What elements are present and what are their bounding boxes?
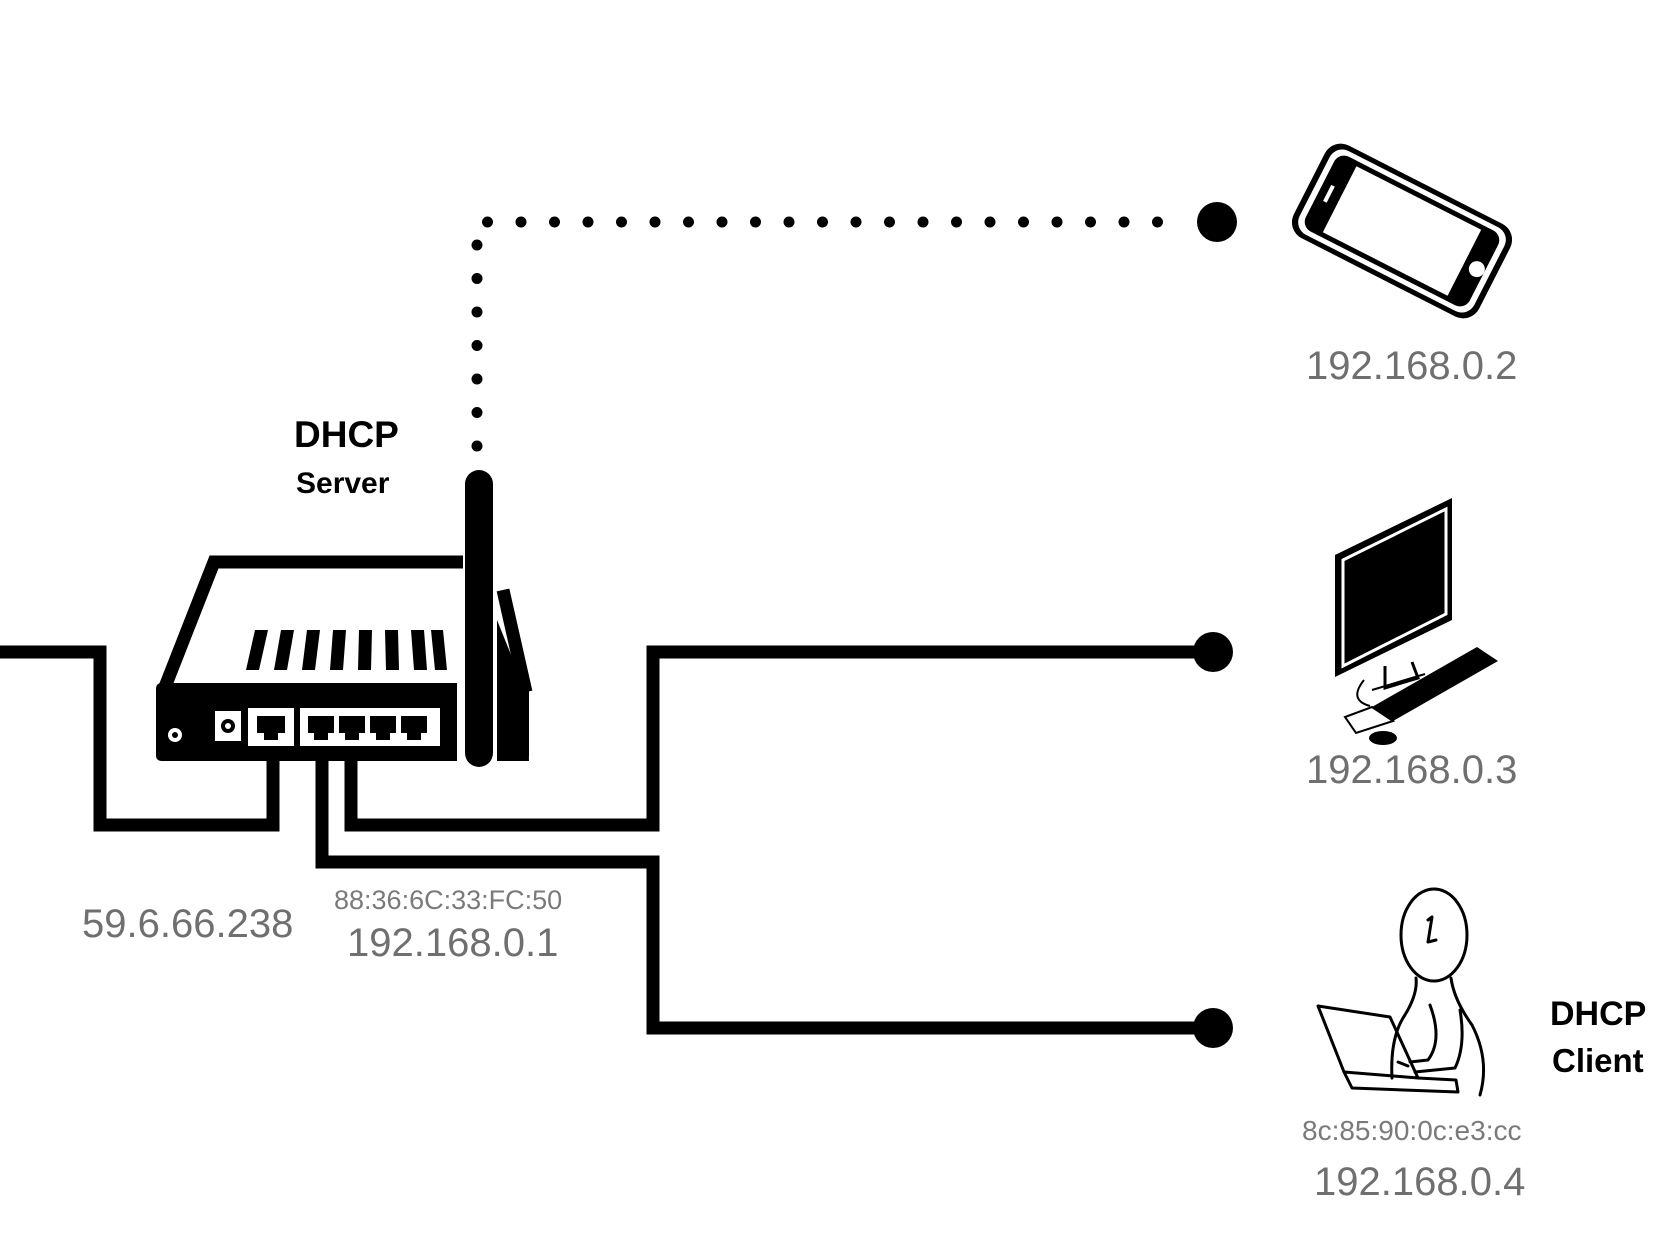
- desktop-ip-label: 192.168.0.3: [1306, 748, 1517, 792]
- laptop-mac-label: 8c:85:90:0c:e3:cc: [1302, 1115, 1521, 1146]
- server-lan-ip-label: 192.168.0.1: [347, 921, 558, 965]
- wan-cable: [0, 645, 280, 832]
- wan-ip-label: 59.6.66.238: [82, 902, 293, 946]
- server-title-line2: Server: [296, 467, 390, 500]
- endpoint-dot-laptop: [1193, 1008, 1233, 1048]
- router-icon: [156, 555, 533, 761]
- antenna-icon: [465, 470, 493, 767]
- client-title-line2: Client: [1552, 1042, 1644, 1079]
- wireless-link: [471, 216, 1186, 452]
- router-vents: [246, 630, 447, 670]
- endpoint-dot-phone: [1197, 202, 1237, 242]
- server-title-line1: DHCP: [294, 414, 399, 455]
- smartphone-icon: [1291, 143, 1513, 319]
- client-title-line1: DHCP: [1550, 995, 1646, 1033]
- cable-to-desktop: [344, 645, 1210, 832]
- phone-ip-label: 192.168.0.2: [1306, 344, 1517, 388]
- laptop-ip-label: 192.168.0.4: [1314, 1160, 1525, 1204]
- cable-to-laptop: [315, 735, 1210, 1035]
- desktop-computer-icon: [1335, 498, 1498, 745]
- person-laptop-icon: [1316, 887, 1486, 1097]
- endpoint-dot-desktop: [1193, 632, 1233, 672]
- server-mac-label: 88:36:6C:33:FC:50: [334, 885, 562, 915]
